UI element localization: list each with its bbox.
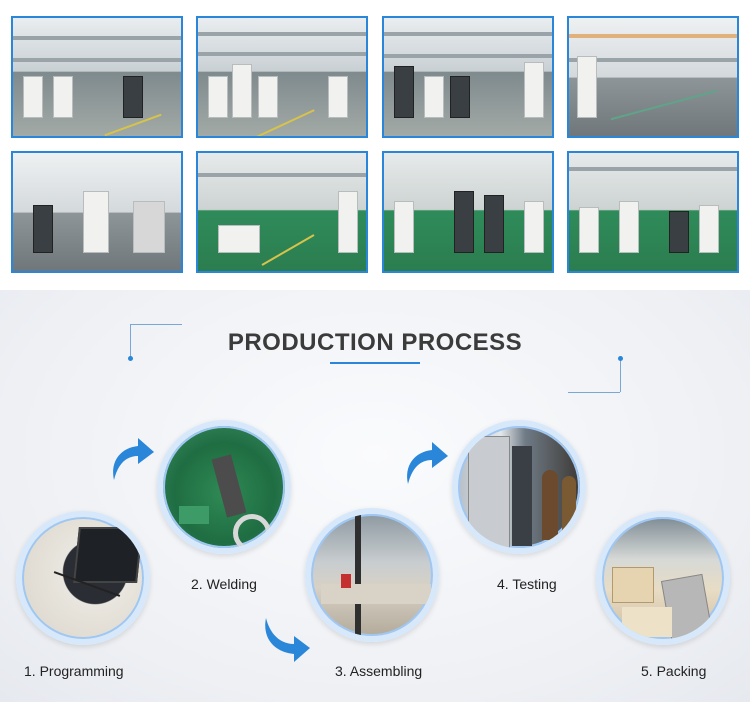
packing-photo [596,511,730,645]
factory-photo-6 [196,151,368,273]
corner-dot-right [618,356,623,361]
factory-photo-2 [196,16,368,138]
curved-arrow-icon [113,438,154,480]
corner-line-left [130,324,131,358]
factory-photo-gallery [0,0,750,290]
factory-photo-5 [11,151,183,273]
corner-dot-left [128,356,133,361]
factory-photo-1 [11,16,183,138]
assembling-photo [305,508,439,642]
corner-line-top-left [130,324,182,325]
corner-line-right [620,358,621,392]
programming-photo [16,511,150,645]
corner-line-bottom-right [568,392,620,393]
step-label-programming: 1. Programming [24,663,124,679]
factory-photo-3 [382,16,554,138]
factory-photo-4 [567,16,739,138]
factory-photo-8 [567,151,739,273]
curved-arrow-icon [407,442,448,484]
testing-photo [452,420,586,554]
factory-photo-7 [382,151,554,273]
title-underline [330,362,420,364]
step-label-welding: 2. Welding [191,576,257,592]
step-label-assembling: 3. Assembling [335,663,423,679]
curved-arrow-icon [265,618,310,662]
step-label-packing: 5. Packing [641,663,707,679]
section-title: PRODUCTION PROCESS [227,329,523,356]
welding-photo [157,420,291,554]
step-label-testing: 4. Testing [497,576,557,592]
